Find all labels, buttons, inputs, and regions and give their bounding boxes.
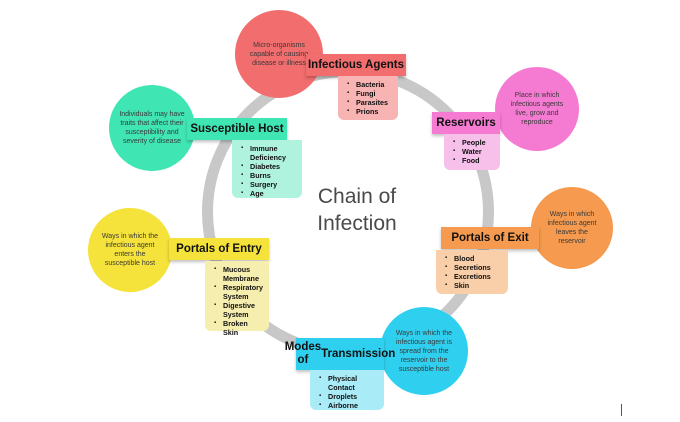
reservoirs-description: Place in which infectious agents live, g… [495,67,579,151]
list-item: Parasites [347,98,392,107]
portals-of-entry-label: Portals of Entry [169,238,269,260]
modes-label-line-1: Modes of [284,341,322,366]
list-item: Excretions [445,272,502,281]
list-item: People [453,138,494,147]
modes-label-line-2: Transmission [321,347,396,360]
list-item: Prions [347,107,392,116]
diagram-title: Chain of Infection [283,183,431,237]
list-item: Age [241,189,296,198]
list-item: Digestive System [214,301,263,319]
portals-of-entry-list: Mucous Membrane Respiratory System Diges… [205,261,269,337]
title-line-1: Chain of [317,185,397,208]
list-item: Diabetes [241,162,296,171]
list-item: Respiratory System [214,283,263,301]
list-item: Airborne [319,401,378,410]
susceptible-host-label: Susceptible Host [187,118,287,140]
list-item: Surgery [241,180,296,189]
list-item: Mucous Membrane [214,265,263,283]
list-item: Burns [241,171,296,180]
list-item: Water [453,147,494,156]
portals-of-exit-label: Portals of Exit [441,227,539,249]
modes-of-transmission-description: Ways in which the infectious agent is sp… [380,307,468,395]
list-item: Blood [445,254,502,263]
list-item: Immune Deficiency [241,144,296,162]
list-item: Droplets [319,392,378,401]
infectious-agents-list: Bacteria Fungi Parasites Prions [338,76,398,120]
modes-of-transmission-list: Physical Contact Droplets Airborne [310,370,384,410]
title-line-2: Infection [317,212,397,235]
list-item: Food [453,156,494,165]
susceptible-host-description: Individuals may have traits that affect … [109,85,195,171]
reservoirs-label: Reservoirs [432,112,500,134]
modes-of-transmission-label: Modes of Transmission [285,338,395,370]
list-item: Physical Contact [319,374,378,392]
portals-of-exit-list: Blood Secretions Excretions Skin [436,250,508,294]
reservoirs-list: People Water Food [444,134,500,170]
list-item: Bacteria [347,80,392,89]
text-cursor [621,404,622,416]
list-item: Skin [445,281,502,290]
infectious-agents-label: Infectious Agents [306,54,406,76]
list-item: Fungi [347,89,392,98]
list-item: Broken Skin [214,319,263,337]
portals-of-entry-description: Ways in which the infectious agent enter… [88,208,172,292]
list-item: Secretions [445,263,502,272]
susceptible-host-list: Immune Deficiency Diabetes Burns Surgery… [232,140,302,198]
portals-of-exit-description: Ways in which infectious agent leaves th… [531,187,613,269]
